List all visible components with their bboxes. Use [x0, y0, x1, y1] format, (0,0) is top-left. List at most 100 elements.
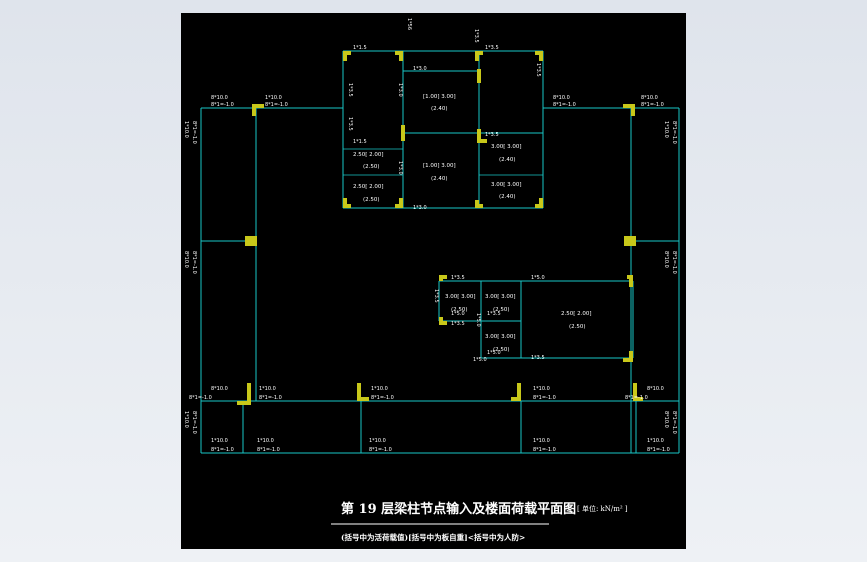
- floor-plan-drawing: 1*1.5 1*1.5 1*3.5 1*3.5 1*3.0 1*3.0 8*10…: [183, 18, 680, 542]
- drawing-sheet: 1*1.5 1*1.5 1*3.5 1*3.5 1*3.0 1*3.0 8*10…: [181, 13, 686, 549]
- panel-load-sub: (2.50): [493, 347, 510, 353]
- column-l: [357, 383, 369, 401]
- vertical-label: 8*10.0: [663, 251, 669, 268]
- node-label: 1*10.0: [369, 438, 386, 444]
- node-label: 1*1.5: [353, 45, 367, 51]
- node-label: 1*10.0: [647, 438, 664, 444]
- column-square: [624, 236, 636, 246]
- node-label: 8*1=-1.0: [641, 102, 664, 108]
- node-label: 1*10.0: [265, 95, 282, 101]
- node-label: 8*1=-1.0: [533, 395, 556, 401]
- vertical-label: 1*3.5: [347, 83, 353, 97]
- unit-label: [ 单位: kN/m² ]: [577, 504, 628, 513]
- column-l: [511, 383, 521, 401]
- panel-load-value: 2.50[ 2.00]: [353, 152, 384, 158]
- node-label: 1*10.0: [257, 438, 274, 444]
- vertical-label: 8*1=-1.0: [671, 251, 677, 274]
- panel-load-value: 2.50[ 2.00]: [353, 184, 384, 190]
- node-label: 8*10.0: [553, 95, 570, 101]
- node-labels: 1*1.5 1*1.5 1*3.5 1*3.5 1*3.0 1*3.0 8*10…: [189, 45, 670, 453]
- node-label: 8*1=-1.0: [647, 447, 670, 453]
- node-label: 1*5.0: [473, 357, 487, 363]
- node-label: 8*1=-1.0: [371, 395, 394, 401]
- panel-load-sub: (2.50): [451, 307, 468, 313]
- vertical-label: 1*3.0: [397, 161, 403, 175]
- column-l: [535, 51, 543, 61]
- node-label: 8*1=-1.0: [257, 447, 280, 453]
- node-label: 1*3.5: [485, 132, 499, 138]
- node-label: 1*5.0: [451, 311, 465, 317]
- vertical-label: 1*10.0: [183, 411, 189, 428]
- node-label: 1*5.0: [487, 350, 501, 356]
- columns: [237, 51, 643, 405]
- vertical-label: 8*10.0: [663, 411, 669, 428]
- column-l: [439, 275, 447, 281]
- node-label: 8*1=-1.0: [211, 102, 234, 108]
- panel-load-value: 2.50[ 2.00]: [561, 311, 592, 317]
- panel-load-value: 3.00[ 3.00]: [485, 334, 516, 340]
- node-label: 8*1=-1.0: [189, 395, 212, 401]
- column-l: [237, 383, 251, 405]
- panel-load-sub: (2.40): [499, 157, 516, 163]
- column-l: [401, 125, 405, 141]
- column-l: [477, 129, 487, 143]
- panel-load-value: 3.00[ 3.00]: [485, 294, 516, 300]
- panel-load-sub: (2.50): [493, 307, 510, 313]
- node-label: 1*3.5: [531, 355, 545, 361]
- panel-load-value: 3.00[ 3.00]: [491, 182, 522, 188]
- panel-load-value: [1.00] 3.00]: [423, 163, 456, 169]
- vertical-label: 1*3.0: [397, 83, 403, 97]
- column-l: [475, 200, 483, 208]
- vertical-label: 1*3.5: [347, 117, 353, 131]
- node-label: 1*3.5: [487, 311, 501, 317]
- panel-load-sub: (2.40): [431, 106, 448, 112]
- beam-grid: [200, 50, 680, 454]
- node-label: 8*10.0: [641, 95, 658, 101]
- panel-load-value: 3.00[ 3.00]: [445, 294, 476, 300]
- vertical-label: 8*1=-1.0: [191, 251, 197, 274]
- column-l: [343, 198, 351, 208]
- node-label: 8*1=-1.0: [265, 102, 288, 108]
- node-label: 8*10.0: [211, 95, 228, 101]
- vertical-label: 8*1=-1.0: [671, 121, 677, 144]
- node-label: 1*10.0: [533, 386, 550, 392]
- panel-load-sub: (2.50): [569, 324, 586, 330]
- column-l: [343, 51, 351, 61]
- drawing-title: 第 19 层梁柱节点输入及楼面荷载平面图: [341, 501, 576, 517]
- node-label: 8*1=-1.0: [553, 102, 576, 108]
- column-l: [627, 275, 633, 287]
- column-l: [252, 104, 264, 116]
- vertical-label: 1*3.5: [535, 63, 541, 77]
- vertical-label: 1*3.5: [433, 289, 439, 303]
- column-l: [633, 383, 643, 401]
- node-label: 8*10.0: [211, 386, 228, 392]
- node-label: 8*1=-1.0: [369, 447, 392, 453]
- node-label: 1*10.0: [259, 386, 276, 392]
- node-label: 1*10.0: [533, 438, 550, 444]
- column-square: [245, 236, 257, 246]
- column-l: [623, 104, 635, 116]
- node-label: 1*5.0: [531, 275, 545, 281]
- vertical-label: 8*1=-1.0: [671, 411, 677, 434]
- panel-loads: [1.00] 3.00] (2.40) [1.00] 3.00] (2.40) …: [353, 94, 592, 353]
- vertical-label: 8*10.0: [183, 251, 189, 268]
- column-l: [475, 51, 483, 61]
- node-label: 1*3.0: [413, 205, 427, 211]
- column-l: [477, 69, 481, 83]
- vertical-label: 1*10.0: [663, 121, 669, 138]
- title-block: 第 19 层梁柱节点输入及楼面荷载平面图 [ 单位: kN/m² ] (括号中为…: [331, 501, 628, 542]
- panel-load-sub: (2.40): [431, 176, 448, 182]
- legend-note: (括号中为活荷载值)[括号中为板自重]<括号中为人防>: [341, 532, 525, 542]
- panel-load-sub: (2.40): [499, 194, 516, 200]
- node-label: 8*1=-1.0: [211, 447, 234, 453]
- node-label: 8*10.0: [647, 386, 664, 392]
- column-l: [623, 351, 633, 362]
- node-label: 8*1=-1.0: [625, 395, 648, 401]
- node-label: 8*1=-1.0: [533, 447, 556, 453]
- node-label: 8*1=-1.0: [259, 395, 282, 401]
- node-label: 1*10.0: [211, 438, 228, 444]
- node-label: 1*3.0: [413, 66, 427, 72]
- vertical-label: 1*5.0: [475, 313, 481, 327]
- node-label: 1*3.5: [485, 45, 499, 51]
